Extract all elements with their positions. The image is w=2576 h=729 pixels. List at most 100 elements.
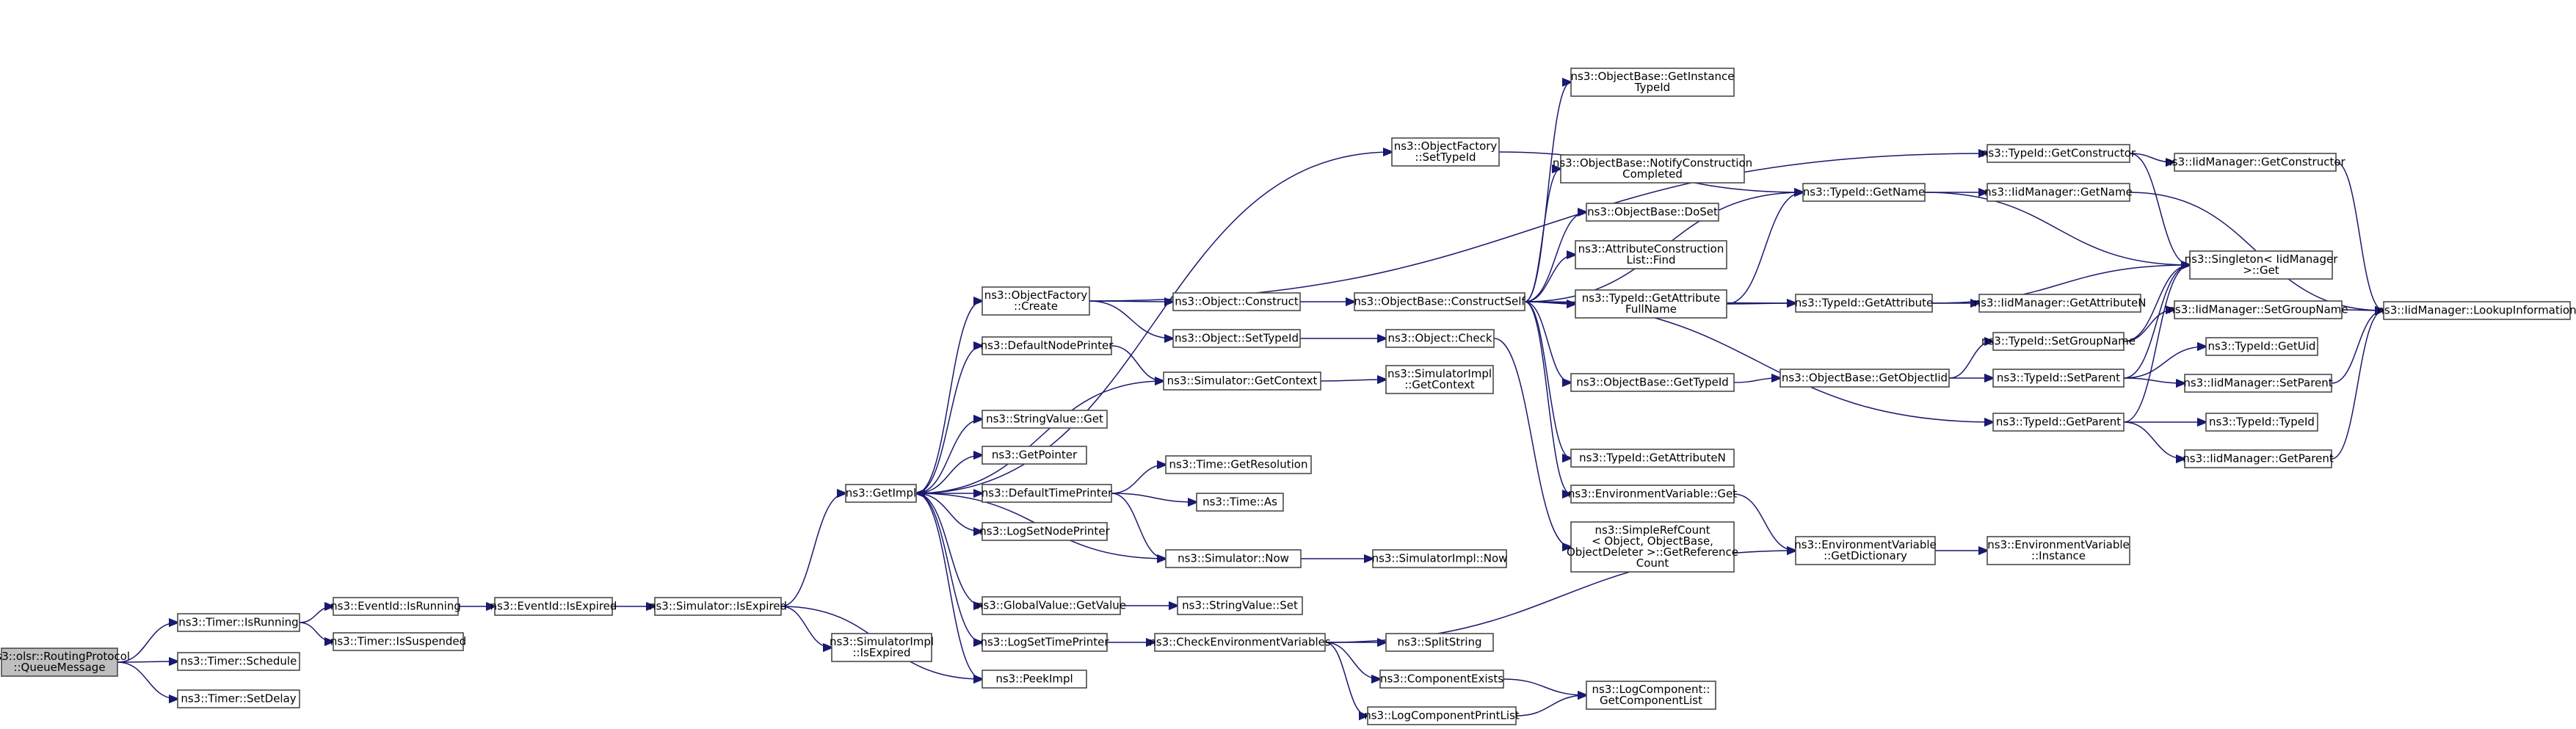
node-iidmanager-setgroupname[interactable]: ns3::IidManager::SetGroupName [2168,300,2348,319]
node-peekimpl[interactable]: ns3::PeekImpl [982,670,1087,689]
node-simimpl-isexpired[interactable]: ns3::SimulatorImpl::IsExpired [830,633,934,662]
node-time-getresolution[interactable]: ns3::Time::GetResolution [1165,455,1312,474]
edge-getimpl-to-globalvalue-getvalue [915,493,982,606]
node-objbase-notifyconstruction[interactable]: ns3::ObjectBase::NotifyConstructionCompl… [1553,154,1752,184]
edge-logcomponentprintlist-to-logcomponent-getlist [1515,695,1586,717]
edge-objbase-constructself-to-objbase-doset [1524,212,1586,302]
node-logcomponentprintlist[interactable]: ns3::LogComponentPrintList [1364,706,1520,725]
node-iidmanager-getattributen[interactable]: ns3::IidManager::GetAttributeN [1974,294,2147,313]
node-label: < Object, ObjectBase, [1592,534,1713,548]
node-stringvalue-get[interactable]: ns3::StringValue::Get [982,410,1108,429]
node-envvar-instance[interactable]: ns3::EnvironmentVariable::Instance [1987,536,2130,565]
node-iidmanager-lookupinformation[interactable]: ns3::IidManager::LookupInformation [2377,301,2576,320]
node-logsettimeprinter[interactable]: ns3::LogSetTimePrinter [980,633,1109,652]
node-simimpl-now[interactable]: ns3::SimulatorImpl::Now [1372,549,1508,568]
node-objbase-getobjectiid[interactable]: ns3::ObjectBase::GetObjectIid [1779,369,1950,388]
node-componentexists[interactable]: ns3::ComponentExists [1379,670,1504,689]
node-label: ns3::IidManager::GetAttributeN [1974,297,2147,310]
node-object-settypeid[interactable]: ns3::Object::SetTypeId [1172,329,1301,348]
node-stringvalue-set[interactable]: ns3::StringValue::Set [1177,596,1303,615]
node-typeid-setgroupname[interactable]: ns3::TypeId::SetGroupName [1981,332,2136,351]
node-label: ns3::Object::SetTypeId [1175,332,1299,345]
node-label: ::GetContext [1404,378,1475,391]
node-sim-now[interactable]: ns3::Simulator::Now [1165,549,1302,568]
node-label: ns3::IidManager::LookupInformation [2377,304,2576,317]
node-singleton-get[interactable]: ns3::Singleton< IidManager>::Get [2185,250,2339,280]
node-label: ns3::Timer::IsSuspended [330,635,466,648]
node-splitstring[interactable]: ns3::SplitString [1385,633,1494,652]
node-label: ns3::Simulator::Now [1178,552,1289,565]
node-box [1987,536,2130,565]
node-sim-getcontext[interactable]: ns3::Simulator::GetContext [1163,371,1321,391]
node-objbase-constructself[interactable]: ns3::ObjectBase::ConstructSelf [1354,292,1525,311]
node-globalvalue-getvalue[interactable]: ns3::GlobalValue::GetValue [976,596,1126,615]
edge-root-to-timer-setdelay [117,661,178,699]
node-timer-setdelay[interactable]: ns3::Timer::SetDelay [177,689,300,708]
node-typeid-getattributen[interactable]: ns3::TypeId::GetAttributeN [1570,449,1735,468]
node-logsetnodeprinter[interactable]: ns3::LogSetNodePrinter [979,522,1111,541]
node-label: ns3::SimpleRefCount [1595,523,1710,537]
node-sim-isexpired[interactable]: ns3::Simulator::IsExpired [649,597,787,616]
node-box [1987,144,2130,163]
edge-sim-getcontext-to-simimpl-getcontext [1320,380,1386,381]
edge-typeid-getparent-to-iidmanager-getparent [2123,421,2185,459]
node-label: ::QueueMessage [13,661,105,674]
node-checkenv[interactable]: ns3::CheckEnvironmentVariables [1149,633,1331,652]
node-objbase-gettypeid[interactable]: ns3::ObjectBase::GetTypeId [1570,373,1735,392]
node-envvar-get[interactable]: ns3::EnvironmentVariable::Get [1568,485,1737,504]
edge-typeid-getconstructor-to-singleton-get [2129,153,2190,265]
node-box [1802,183,1926,202]
edge-objbase-constructself-to-typeid-getparent [1524,301,1993,422]
node-timer-issuspended[interactable]: ns3::Timer::IsSuspended [330,632,466,651]
node-typeid-getattribute[interactable]: ns3::TypeId::GetAttribute [1795,294,1933,313]
node-label: ns3::IidManager::SetParent [2183,377,2332,390]
node-simimpl-getcontext[interactable]: ns3::SimulatorImpl::GetContext [1385,365,1494,394]
edge-object-check-to-simplerefcount [1493,338,1571,547]
node-box [1165,549,1302,568]
node-typeid-typeid[interactable]: ns3::TypeId::TypeId [2205,413,2318,432]
node-iidmanager-getname[interactable]: ns3::IidManager::GetName [1984,183,2133,202]
node-box [982,446,1087,465]
edge-iidmanager-getconstructor-to-iidmanager-lookupinformation [2335,162,2384,311]
node-defaulttimeprinter[interactable]: ns3::DefaultTimePrinter [982,484,1113,503]
node-label: ns3::TypeId::SetParent [1997,371,2120,385]
node-simplerefcount[interactable]: ns3::SimpleRefCount< Object, ObjectBase,… [1567,521,1738,573]
node-timer-isrunning[interactable]: ns3::Timer::IsRunning [177,613,300,632]
node-label: ns3::TypeId::SetGroupName [1981,335,2136,348]
node-box [1987,183,2130,202]
node-object-construct[interactable]: ns3::Object::Construct [1172,292,1301,311]
node-label: ns3::SimulatorImpl::Now [1372,552,1508,565]
node-defaultnodeprinter[interactable]: ns3::DefaultNodePrinter [981,336,1114,355]
node-time-as[interactable]: ns3::Time::As [1196,493,1284,512]
node-eventid-isexpired[interactable]: ns3::EventId::IsExpired [490,597,617,616]
node-label: ns3::ObjectBase::DoSet [1587,206,1718,219]
node-iidmanager-setparent[interactable]: ns3::IidManager::SetParent [2183,374,2333,393]
edge-objbase-getobjectiid-to-typeid-setgroupname [1948,341,1993,379]
node-envvar-getdictionary[interactable]: ns3::EnvironmentVariable::GetDictionary [1794,536,1937,565]
node-objbase-doset[interactable]: ns3::ObjectBase::DoSet [1586,203,1719,222]
node-label: ns3::SimulatorImpl [830,635,934,648]
node-typeid-getparent[interactable]: ns3::TypeId::GetParent [1992,413,2125,432]
node-typeid-setparent[interactable]: ns3::TypeId::SetParent [1992,369,2125,388]
node-objfactory-settypeid[interactable]: ns3::ObjectFactory::SetTypeId [1391,137,1500,167]
node-getpointer[interactable]: ns3::GetPointer [982,446,1087,465]
node-label: ns3::LogComponentPrintList [1364,709,1520,722]
node-iidmanager-getparent[interactable]: ns3::IidManager::GetParent [2183,449,2334,468]
node-label: ::SetTypeId [1415,150,1476,164]
edge-objbase-constructself-to-typeid-getattributen [1524,301,1571,458]
node-getimpl[interactable]: ns3::GetImpl [845,484,917,503]
node-logcomponent-getlist[interactable]: ns3::LogComponent::GetComponentList [1586,681,1716,710]
node-eventid-isrunning[interactable]: ns3::EventId::IsRunning [330,597,461,616]
node-typeid-getconstructor[interactable]: ns3::TypeId::GetConstructor [1981,144,2136,163]
node-typeid-getname[interactable]: ns3::TypeId::GetName [1802,183,1926,202]
node-label: ns3::ObjectFactory [984,289,1088,302]
node-typeid-getuid[interactable]: ns3::TypeId::GetUid [2205,337,2318,356]
node-object-check[interactable]: ns3::Object::Check [1385,329,1495,348]
edge-defaulttimeprinter-to-time-as [1111,493,1197,502]
node-iidmanager-getconstructor[interactable]: ns3::IidManager::GetConstructor [2165,153,2346,172]
node-timer-schedule[interactable]: ns3::Timer::Schedule [177,652,300,671]
node-objfactory-create[interactable]: ns3::ObjectFactory::Create [982,286,1090,316]
